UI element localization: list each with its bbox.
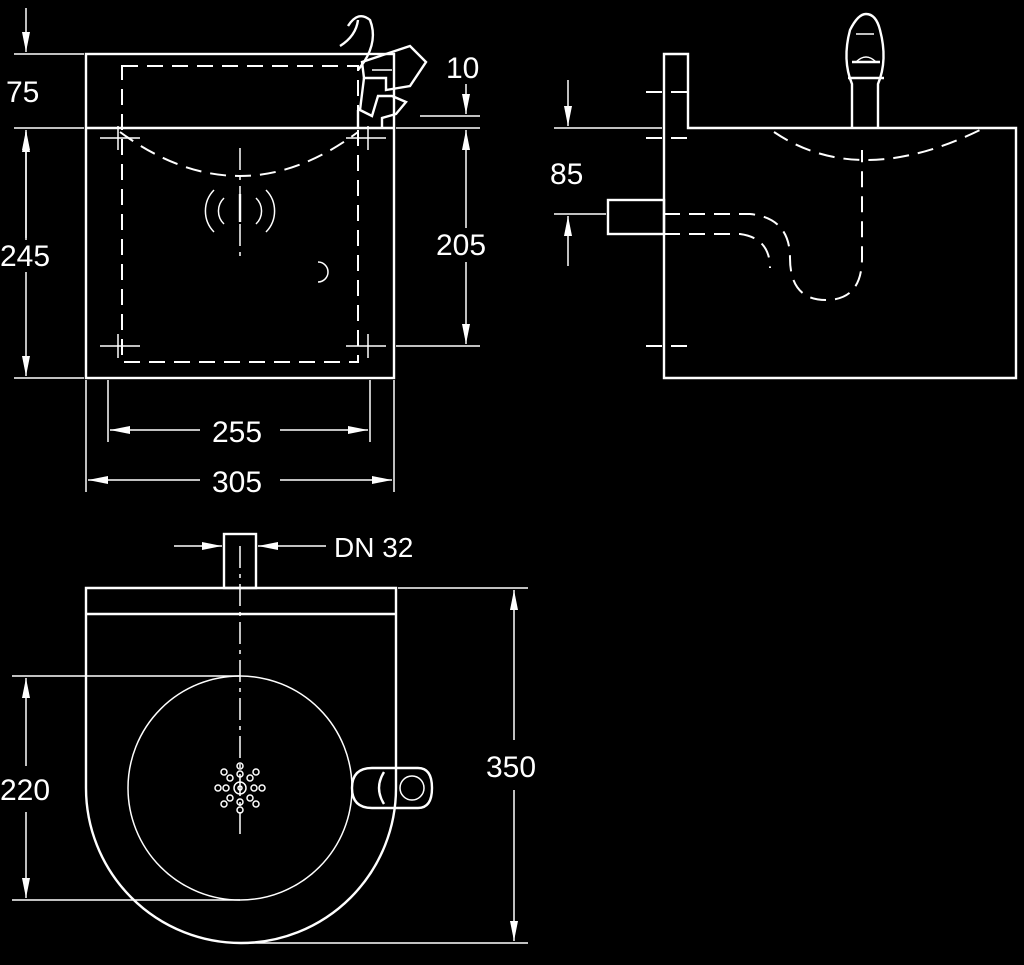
dim-label-85: 85 [550,158,583,191]
front-drain-icon [204,148,276,260]
top-drain-icon [214,762,266,814]
side-body-outline [662,52,1018,380]
dim-label-245: 245 [0,240,50,273]
dim-label-dn32: DN 32 [334,532,413,563]
side-hidden-bowl [773,127,985,161]
dim-label-255: 255 [212,416,262,449]
top-spout-icon [350,766,434,810]
dim-label-10: 10 [446,52,479,85]
front-mounting-marks [100,126,386,358]
dim-label-205: 205 [436,229,486,262]
side-hidden-trap [664,150,863,302]
side-mounting-marks [646,91,690,347]
front-body-outline [84,52,396,380]
front-dimensions: 75 245 10 205 255 305 [0,8,486,499]
dim-label-350: 350 [486,751,536,784]
front-spout-icon [339,14,428,128]
side-inlet-pipe [606,198,666,236]
front-hidden-inner-box [121,65,359,363]
front-button-icon [317,261,329,283]
side-hidden-trap-inner [664,233,771,269]
dim-label-75: 75 [6,76,39,109]
dim-label-305: 305 [212,466,262,499]
top-dimensions: DN 32 350 220 [0,532,536,944]
side-spout-icon [845,12,885,128]
dim-label-220: 220 [0,774,50,807]
side-dimensions: 85 [550,80,662,266]
front-hidden-bowl [119,131,359,177]
front-view [84,14,428,380]
top-view [84,532,434,945]
side-view [606,12,1018,380]
